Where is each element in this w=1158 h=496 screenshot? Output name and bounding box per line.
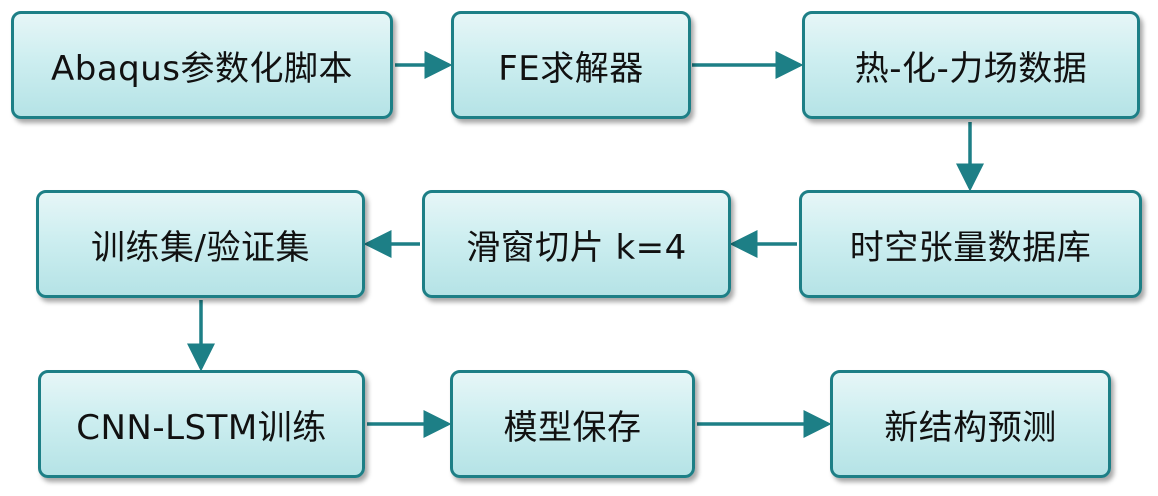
step-fe-solver: FE求解器 [451,11,691,119]
step-train-val-set: 训练集/验证集 [36,190,365,298]
step-cnn-lstm-training: CNN-LSTM训练 [38,370,365,478]
step-sliding-window: 滑窗切片 k=4 [422,190,731,298]
step-field-data: 热-化-力场数据 [802,11,1140,119]
step-model-save: 模型保存 [450,370,695,478]
step-tensor-database: 时空张量数据库 [799,190,1142,298]
step-abaqus-script: Abaqus参数化脚本 [11,11,393,119]
step-new-structure-prediction: 新结构预测 [830,370,1111,478]
